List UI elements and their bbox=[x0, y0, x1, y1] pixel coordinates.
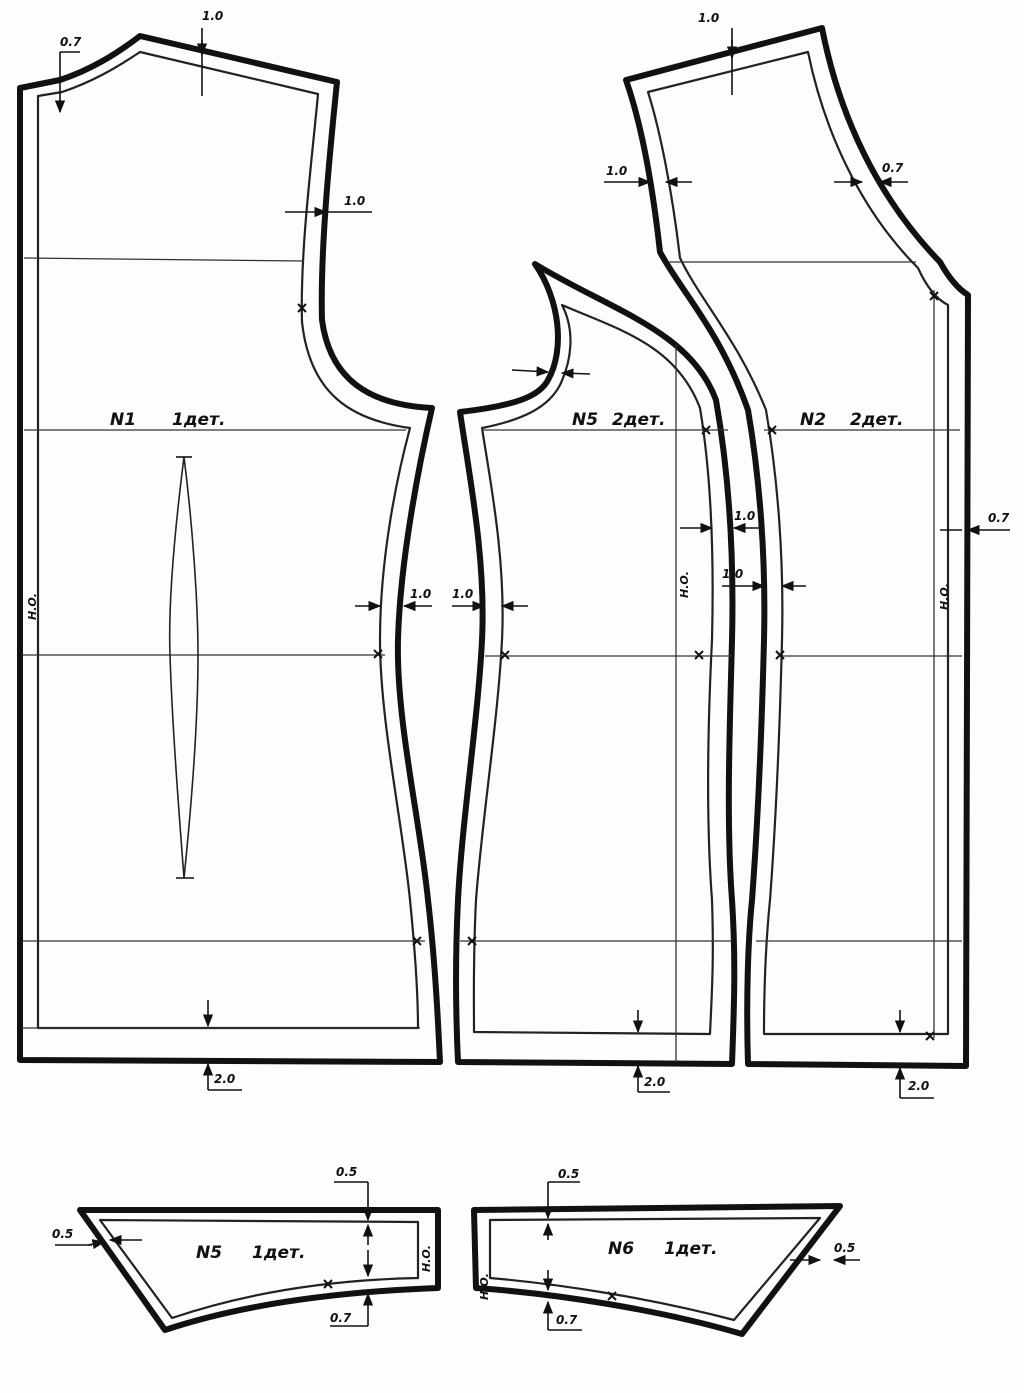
dim-n2-side: 1.0 bbox=[722, 567, 806, 592]
dim-n2-shoulder: 1.0 bbox=[698, 11, 738, 95]
piece-n1-dart bbox=[168, 456, 199, 879]
piece-n6-collar: N6 1дет. Н.О. 0.5 0.5 0.7 bbox=[471, 1167, 860, 1337]
piece-n5-side-seam-line bbox=[472, 303, 714, 1036]
dim-n1-neck: 0.7 bbox=[54, 35, 82, 114]
piece-n5-side-count: 2дет. bbox=[612, 410, 665, 430]
dim-n1-side: 1.0 bbox=[355, 587, 432, 612]
svg-text:1.0: 1.0 bbox=[452, 587, 473, 601]
svg-text:1.0: 1.0 bbox=[722, 567, 743, 581]
dim-n1-hem: 2.0 bbox=[202, 1000, 242, 1091]
piece-n5-collar-count: 1дет. bbox=[252, 1243, 305, 1263]
svg-text:0.7: 0.7 bbox=[60, 35, 82, 49]
piece-n2-cut-line bbox=[623, 25, 971, 1069]
piece-n6-grain: Н.О. bbox=[478, 1273, 491, 1300]
svg-text:0.5: 0.5 bbox=[558, 1167, 579, 1181]
piece-n5-side: N5 2дет. Н.О. 1.0 2.0 1.0 bbox=[452, 261, 760, 1093]
dim-n5c-bottom: 0.7 bbox=[330, 1250, 374, 1327]
piece-n2-number: N2 bbox=[800, 410, 826, 430]
svg-text:1.0: 1.0 bbox=[734, 509, 755, 523]
piece-n5-side-cut-line bbox=[453, 261, 738, 1067]
svg-text:0.7: 0.7 bbox=[988, 511, 1010, 525]
piece-n1-seam-line bbox=[36, 50, 420, 1030]
piece-n1: N1 1дет. Н.О. 0.7 1.0 1.0 1.0 2.0 bbox=[17, 9, 443, 1091]
svg-text:2.0: 2.0 bbox=[214, 1072, 235, 1086]
svg-text:0.5: 0.5 bbox=[52, 1227, 73, 1241]
dim-n5c-top: 0.5 bbox=[334, 1165, 374, 1245]
dim-n5-armhole bbox=[511, 366, 591, 379]
piece-n6-collar-cut-line bbox=[471, 1203, 843, 1337]
piece-n1-count: 1дет. bbox=[172, 410, 225, 430]
piece-n2: N2 2дет. Н.О. 1.0 1.0 0.7 1.0 0.7 bbox=[604, 11, 1010, 1099]
piece-n5-collar-cut-line bbox=[77, 1207, 441, 1333]
dim-n5-front: 1.0 bbox=[452, 587, 528, 612]
dim-n1-armhole: 1.0 bbox=[285, 194, 372, 218]
piece-n6-count: 1дет. bbox=[664, 1239, 717, 1259]
piece-n6-number: N6 bbox=[608, 1239, 634, 1259]
piece-n5-side-grain: Н.О. bbox=[678, 571, 691, 598]
dim-n1-shoulder: 1.0 bbox=[196, 9, 223, 96]
svg-text:2.0: 2.0 bbox=[644, 1075, 665, 1089]
piece-n5-collar: N5 1дет. Н.О. 0.5 0.5 0.7 bbox=[52, 1165, 441, 1333]
dim-n5c-side: 0.5 bbox=[52, 1227, 142, 1250]
piece-n5-side-number: N5 bbox=[572, 410, 598, 430]
svg-text:1.0: 1.0 bbox=[606, 164, 627, 178]
svg-text:0.5: 0.5 bbox=[336, 1165, 357, 1179]
dim-n2-armhole: 0.7 bbox=[834, 161, 908, 188]
svg-text:1.0: 1.0 bbox=[410, 587, 431, 601]
dim-n5-side: 1.0 bbox=[680, 509, 760, 534]
svg-text:0.7: 0.7 bbox=[556, 1313, 578, 1327]
piece-n2-count: 2дет. bbox=[850, 410, 903, 430]
dim-n6-top: 0.5 bbox=[542, 1167, 580, 1240]
svg-text:1.0: 1.0 bbox=[344, 194, 365, 208]
piece-n1-cut-line bbox=[17, 33, 443, 1065]
svg-text:0.7: 0.7 bbox=[330, 1311, 352, 1325]
svg-text:1.0: 1.0 bbox=[202, 9, 223, 23]
piece-n6-collar-seam-line bbox=[488, 1216, 822, 1322]
dim-n6-side: 0.5 bbox=[790, 1241, 860, 1266]
piece-n1-number: N1 bbox=[110, 410, 136, 430]
dim-n5-hem: 2.0 bbox=[632, 1010, 670, 1093]
piece-n5-collar-number: N5 bbox=[196, 1243, 222, 1263]
svg-text:2.0: 2.0 bbox=[908, 1079, 929, 1093]
dim-n6-bottom: 0.7 bbox=[542, 1270, 582, 1331]
piece-n1-armhole-line bbox=[23, 257, 305, 262]
dim-n2-neck: 1.0 bbox=[604, 164, 692, 188]
piece-n5-collar-seam-line bbox=[98, 1218, 420, 1320]
svg-text:0.7: 0.7 bbox=[882, 161, 904, 175]
piece-n5-collar-grain: Н.О. bbox=[420, 1245, 433, 1272]
piece-n2-grain: Н.О. bbox=[938, 583, 951, 610]
dim-n2-hem: 2.0 bbox=[894, 1010, 934, 1099]
svg-text:0.5: 0.5 bbox=[834, 1241, 855, 1255]
piece-n2-seam-line bbox=[646, 50, 950, 1036]
svg-text:1.0: 1.0 bbox=[698, 11, 719, 25]
piece-n1-grain: Н.О. bbox=[26, 593, 39, 620]
dim-n2-back: 0.7 bbox=[940, 511, 1010, 536]
